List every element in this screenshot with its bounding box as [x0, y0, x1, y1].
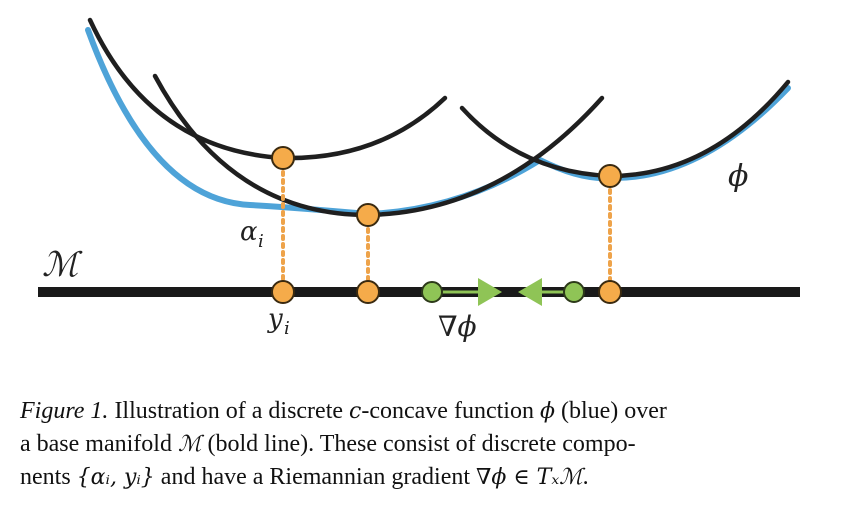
grad-label: ∇ϕ: [438, 310, 477, 343]
y-label: y: [267, 304, 283, 334]
caption-grad: ∇ϕ ∈ Tₓℳ: [476, 465, 583, 490]
grad-arrow-left-head: [518, 278, 542, 306]
caption-manifold: ℳ: [177, 432, 202, 457]
figure-label: Figure 1.: [20, 398, 109, 424]
caption-line-2: a base manifold ℳ (bold line). These con…: [20, 428, 830, 461]
alpha-point-2: [356, 203, 380, 227]
alpha-label: α: [240, 217, 258, 247]
caption-text-1a: Illustration of a discrete: [108, 398, 350, 424]
caption-text-1b: -concave function: [361, 398, 540, 424]
caption-text-3a: nents: [20, 464, 77, 490]
grad-point-left: [421, 281, 443, 303]
alpha-point-1: [271, 146, 295, 170]
y-point-1: [271, 280, 295, 304]
y-point-3: [598, 280, 622, 304]
caption-text-3b: and have a Riemannian gradient: [154, 464, 477, 490]
caption-c: c: [349, 399, 362, 424]
caption-text-2b: (bold line). These consist of discrete c…: [201, 431, 636, 457]
grad-point-right: [563, 281, 585, 303]
grad-arrow-right-head: [478, 278, 502, 306]
caption-text-1c: (blue) over: [554, 398, 667, 424]
manifold-label: ℳ: [42, 245, 83, 285]
caption-line-1: Figure 1. Illustration of a discrete c-c…: [20, 395, 830, 428]
alpha-point-3: [598, 164, 622, 188]
concave-function-figure: ℳ ϕ α i y i ∇ϕ: [38, 17, 800, 343]
caption-line-3: nents {αᵢ, yᵢ} and have a Riemannian gra…: [20, 461, 830, 494]
alpha-subscript: i: [258, 231, 264, 252]
phi-envelope-curve: [85, 27, 791, 218]
phi-label: ϕ: [728, 159, 748, 194]
y-point-2: [356, 280, 380, 304]
caption-text-2a: a base manifold: [20, 431, 178, 457]
caption-phi: ϕ: [539, 399, 555, 424]
caption-text-3c: .: [582, 464, 589, 490]
caption-set: {αᵢ, yᵢ}: [76, 465, 155, 490]
figure-caption: Figure 1. Illustration of a discrete c-c…: [20, 395, 830, 494]
y-subscript: i: [284, 318, 290, 339]
